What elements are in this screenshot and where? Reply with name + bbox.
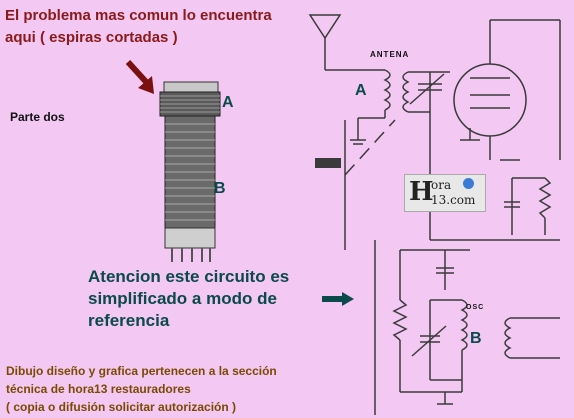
notice-line-2: simplificado a modo de: [88, 289, 277, 308]
globe-icon: [463, 178, 474, 189]
credit-line-1: Dibujo diseño y grafica pertenecen a la …: [6, 364, 277, 378]
antenna-label: ANTENA: [370, 50, 410, 59]
title-line-1: El problema mas comun lo encuentra: [5, 7, 272, 24]
credit-line-3: ( copia o difusión solicitar autorizació…: [6, 400, 237, 414]
coil-label-a: A: [222, 94, 234, 111]
coil-label-b: B: [214, 180, 226, 197]
notice-line-1: Atencion este circuito es: [88, 267, 290, 286]
watermark-h: H: [409, 177, 434, 207]
ground-block: [315, 158, 341, 168]
watermark-badge: H ora 13.com: [404, 174, 486, 212]
schematic-label-a: A: [355, 82, 367, 99]
osc-label: OSC: [466, 304, 485, 311]
watermark-ora: ora: [431, 178, 452, 192]
watermark-domain: 13.com: [431, 193, 476, 207]
credit-line-2: técnica de hora13 restauradores: [6, 382, 191, 396]
title-text: El problema mas comun lo encuentra aqui …: [5, 5, 305, 49]
pointer-arrow: [125, 59, 154, 94]
title-line-2: aqui ( espiras cortadas ): [5, 29, 178, 46]
notice-arrow: [322, 292, 354, 306]
part-label: Parte dos: [10, 110, 65, 124]
schematic-label-b: B: [470, 330, 482, 347]
credit-text: Dibujo diseño y grafica pertenecen a la …: [6, 362, 366, 416]
notice-text: Atencion este circuito es simplificado a…: [88, 266, 338, 332]
coil-form: [159, 81, 221, 262]
notice-line-3: referencia: [88, 311, 170, 330]
circuit-lines: [308, 14, 561, 415]
